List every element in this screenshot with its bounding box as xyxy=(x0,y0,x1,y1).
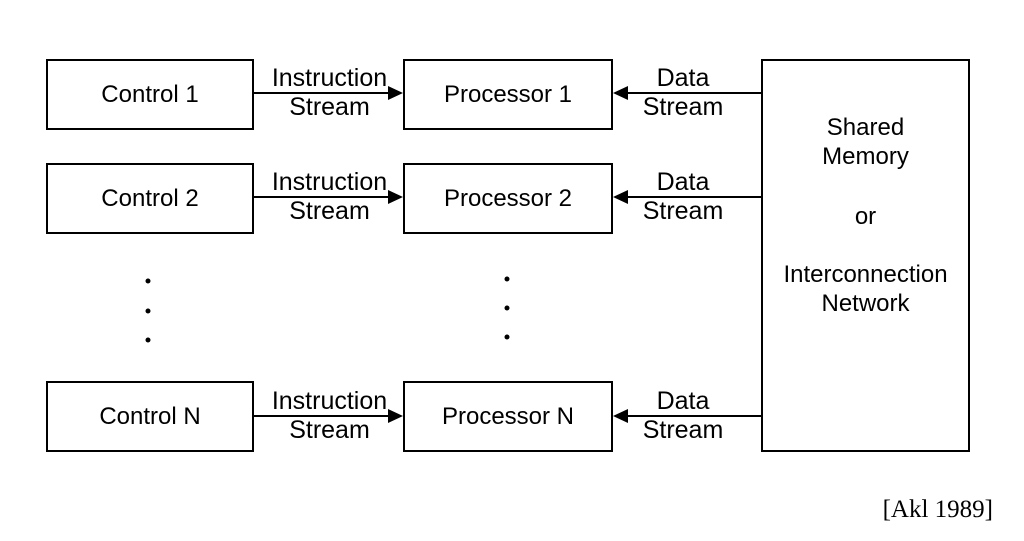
vertical-ellipsis-processors-icon xyxy=(504,276,510,340)
processor-box-n: Processor N xyxy=(403,381,613,452)
data-stream-label-2: Data Stream xyxy=(642,168,724,225)
data-stream-label-1: Data Stream xyxy=(642,64,724,121)
shared-memory-box: Shared Memory or Interconnection Network xyxy=(761,59,970,452)
control-box-1-label: Control 1 xyxy=(101,80,199,108)
data-stream-arrow-n xyxy=(613,409,762,423)
control-box-1: Control 1 xyxy=(46,59,254,130)
data-stream-arrow-1 xyxy=(613,86,762,100)
control-box-2: Control 2 xyxy=(46,163,254,234)
processor-box-1: Processor 1 xyxy=(403,59,613,130)
instruction-stream-label-n: Instruction Stream xyxy=(271,387,388,444)
processor-box-2-label: Processor 2 xyxy=(443,184,573,212)
interconnection-network-label: Interconnection Network xyxy=(783,261,948,317)
citation-label: [Akl 1989] xyxy=(882,496,993,523)
instruction-stream-label-2: Instruction Stream xyxy=(271,168,388,225)
control-box-n-label: Control N xyxy=(99,402,201,430)
processor-box-2: Processor 2 xyxy=(403,163,613,234)
or-label: or xyxy=(854,203,877,230)
data-stream-arrow-2 xyxy=(613,190,762,204)
shared-memory-label: Shared Memory xyxy=(822,114,909,170)
data-stream-label-n: Data Stream xyxy=(642,387,724,444)
control-box-n: Control N xyxy=(46,381,254,452)
instruction-stream-label-1: Instruction Stream xyxy=(271,64,388,121)
processor-box-n-label: Processor N xyxy=(441,402,575,430)
instruction-stream-arrow-n xyxy=(254,409,403,423)
vertical-ellipsis-controls-icon xyxy=(145,278,151,343)
instruction-stream-arrow-1 xyxy=(254,86,403,100)
instruction-stream-arrow-2 xyxy=(254,190,403,204)
control-box-2-label: Control 2 xyxy=(101,184,199,212)
processor-box-1-label: Processor 1 xyxy=(443,80,573,108)
